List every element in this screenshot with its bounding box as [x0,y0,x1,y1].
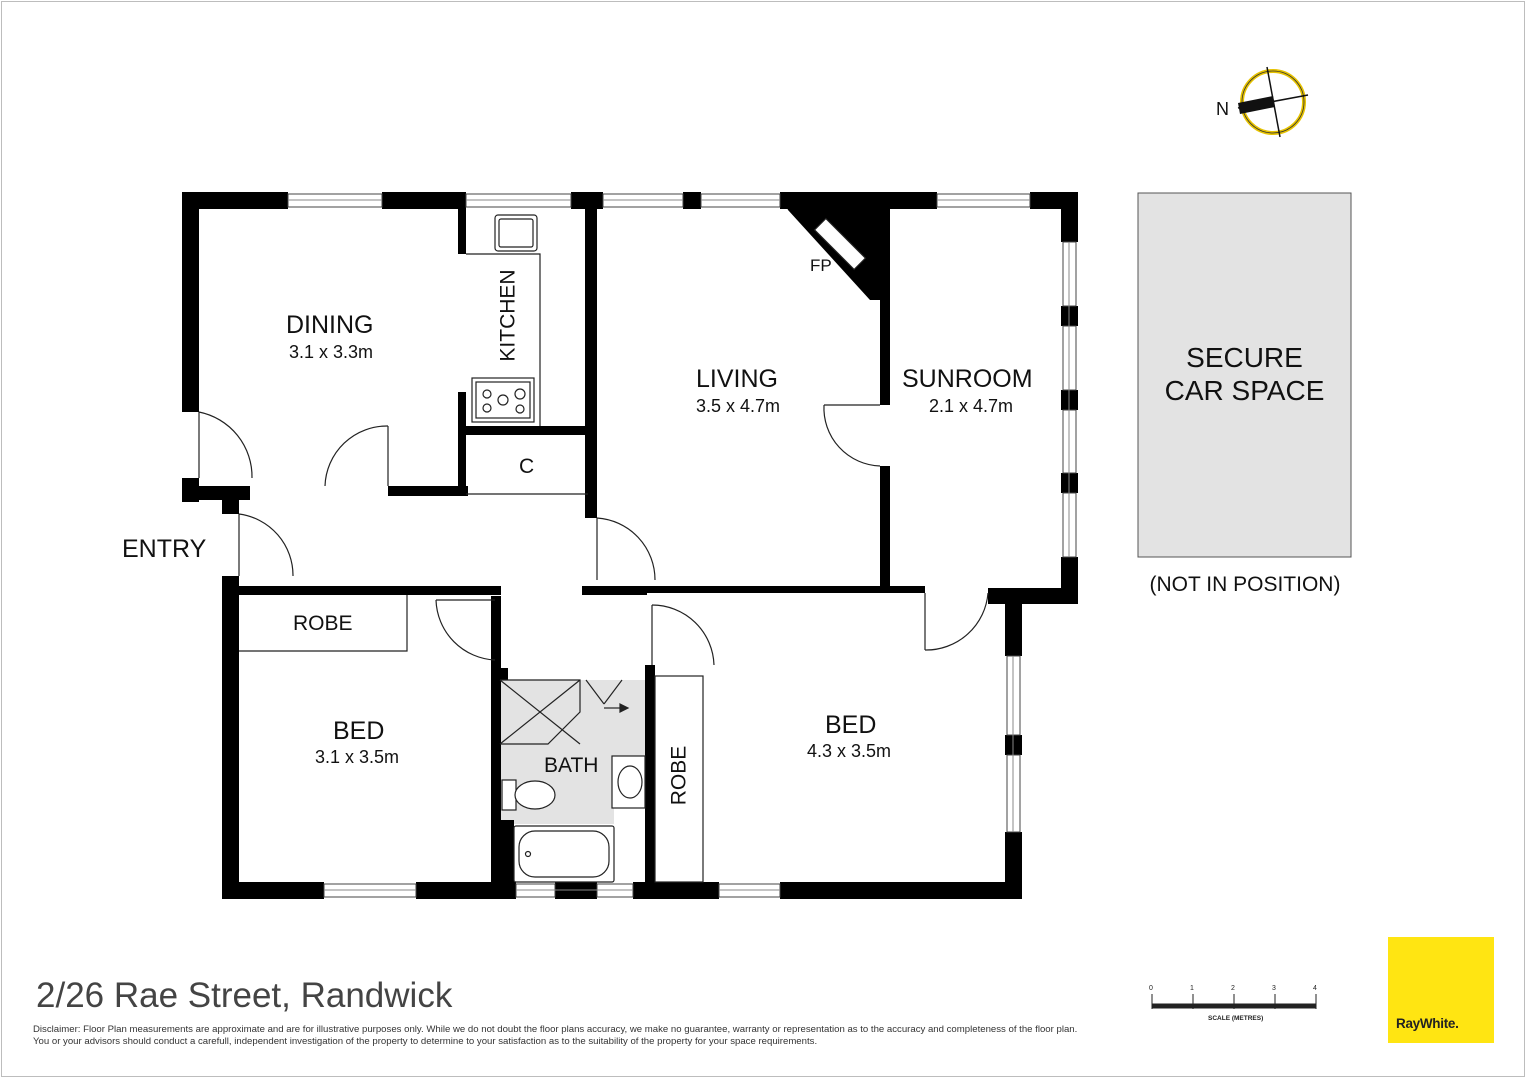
bed-left-size: 3.1 x 3.5m [315,747,400,767]
kitchen-sink [494,214,538,252]
property-address: 2/26 Rae Street, Randwick [36,976,453,1015]
sunroom-size: 2.1 x 4.7m [929,396,1014,416]
raywhite-logo [1388,937,1494,1043]
cupboard-label: C [519,455,535,478]
fixtures [239,214,867,883]
cooktop [471,377,535,423]
scale-tick-3: 3 [1272,985,1276,992]
compass-north-label: N [1216,99,1229,119]
living-label: LIVING [696,365,778,393]
raywhite-logo-text: RayWhite. [1396,1016,1459,1031]
bed-right-label: BED [825,711,877,739]
robe-right-label: ROBE [667,745,691,806]
dining-size: 3.1 x 3.3m [289,342,374,362]
dining-label: DINING [286,311,374,339]
robe-left-label: ROBE [293,612,353,635]
kitchen-label: KITCHEN [496,269,520,362]
bed-left-label: BED [333,717,385,745]
disclaimer-text: Disclaimer: Floor Plan measurements are … [33,1024,1078,1047]
scale-tick-2: 2 [1231,985,1235,992]
scale-tick-1: 1 [1190,985,1194,992]
doors [198,404,989,666]
scale-label: SCALE (METRES) [1208,1015,1264,1022]
bath-label: BATH [544,754,599,777]
bed-right-size: 4.3 x 3.5m [807,741,892,761]
car-space-line1: SECURE [1186,342,1303,373]
scale-bar [1151,994,1317,1009]
car-space-area [1137,192,1352,558]
compass-icon [1237,66,1309,138]
car-space-line2: CAR SPACE [1164,375,1325,406]
scale-tick-4: 4 [1313,985,1317,992]
car-space-note: (NOT IN POSITION) [1149,573,1341,596]
scale-tick-0: 0 [1149,985,1153,992]
walls [182,192,1078,899]
living-size: 3.5 x 4.7m [696,396,781,416]
fireplace-label: FP [810,256,832,275]
entry-label: ENTRY [122,535,207,563]
sunroom-label: SUNROOM [902,365,1033,393]
